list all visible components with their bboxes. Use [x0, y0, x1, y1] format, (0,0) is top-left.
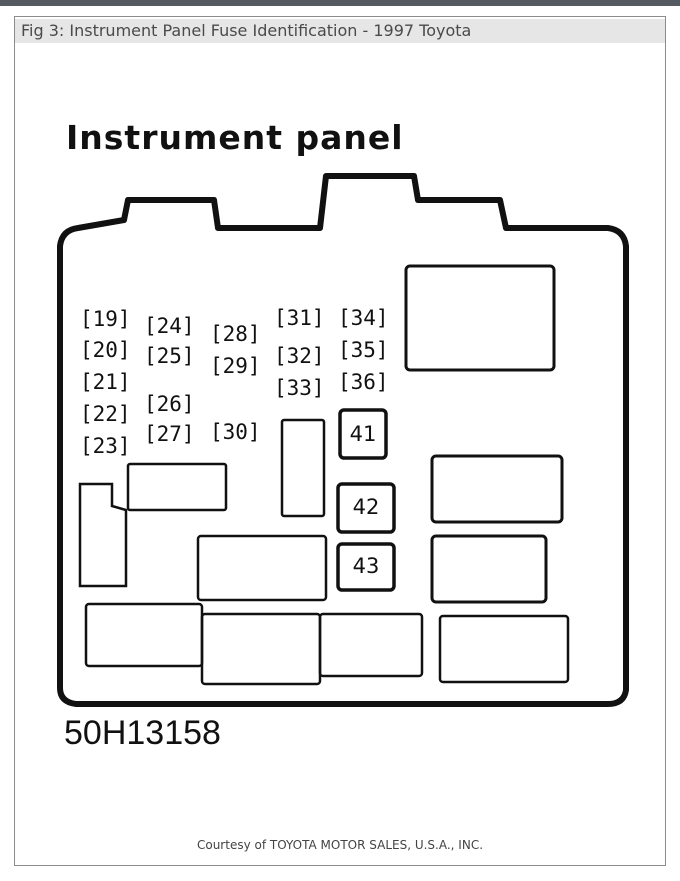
fuse-21-label: [21] — [80, 370, 131, 394]
fuse-30-label: [30] — [210, 420, 261, 444]
fuse-29-label: [29] — [210, 354, 261, 378]
relay-right-2 — [430, 534, 548, 604]
fuse-41-box — [338, 408, 388, 460]
figure-caption: Fig 3: Instrument Panel Fuse Identificat… — [21, 21, 472, 40]
fuse-27-label: [27] — [144, 422, 195, 446]
fuse-32-label: [32] — [274, 344, 325, 368]
fuse-23-label: [23] — [80, 434, 131, 458]
fuse-31-label: [31] — [274, 306, 325, 330]
fuse-42-label: 42 — [352, 495, 380, 519]
fuse-24-label: [24] — [144, 314, 195, 338]
block-mid-left — [126, 462, 228, 512]
fuse-26-label: [26] — [144, 392, 195, 416]
relay-right-1 — [430, 454, 564, 524]
fuse-35-label: [35] — [338, 338, 389, 362]
connector-left — [78, 482, 128, 588]
fuse-19-label: [19] — [80, 307, 131, 331]
block-bottom-mid — [318, 612, 424, 678]
block-bottom-center — [200, 612, 322, 686]
relay-top-right — [404, 264, 556, 372]
fuse-box-outline — [57, 173, 629, 707]
caption-bar — [15, 19, 665, 43]
block-center — [196, 534, 328, 602]
fuse-33-label: [33] — [274, 376, 325, 400]
courtesy-note: Courtesy of TOYOTA MOTOR SALES, U.S.A., … — [196, 838, 484, 852]
fuse-28-label: [28] — [210, 322, 261, 346]
top-bar — [0, 0, 680, 6]
diagram-code: 50H13158 — [64, 714, 221, 752]
block-bottom-left — [84, 602, 204, 668]
fuse-42-box — [336, 482, 396, 534]
panel-title: Instrument panel — [66, 118, 404, 157]
fuse-43-box — [336, 542, 396, 592]
fuse-20-label: [20] — [80, 338, 131, 362]
block-bottom-right — [438, 614, 570, 684]
fuse-22-label: [22] — [80, 402, 131, 426]
fuse-34-label: [34] — [338, 306, 389, 330]
fuse-41-label: 41 — [349, 422, 377, 446]
fuse-25-label: [25] — [144, 344, 195, 368]
connector-slot — [280, 418, 326, 518]
fuse-43-label: 43 — [352, 554, 380, 578]
fuse-36-label: [36] — [338, 370, 389, 394]
